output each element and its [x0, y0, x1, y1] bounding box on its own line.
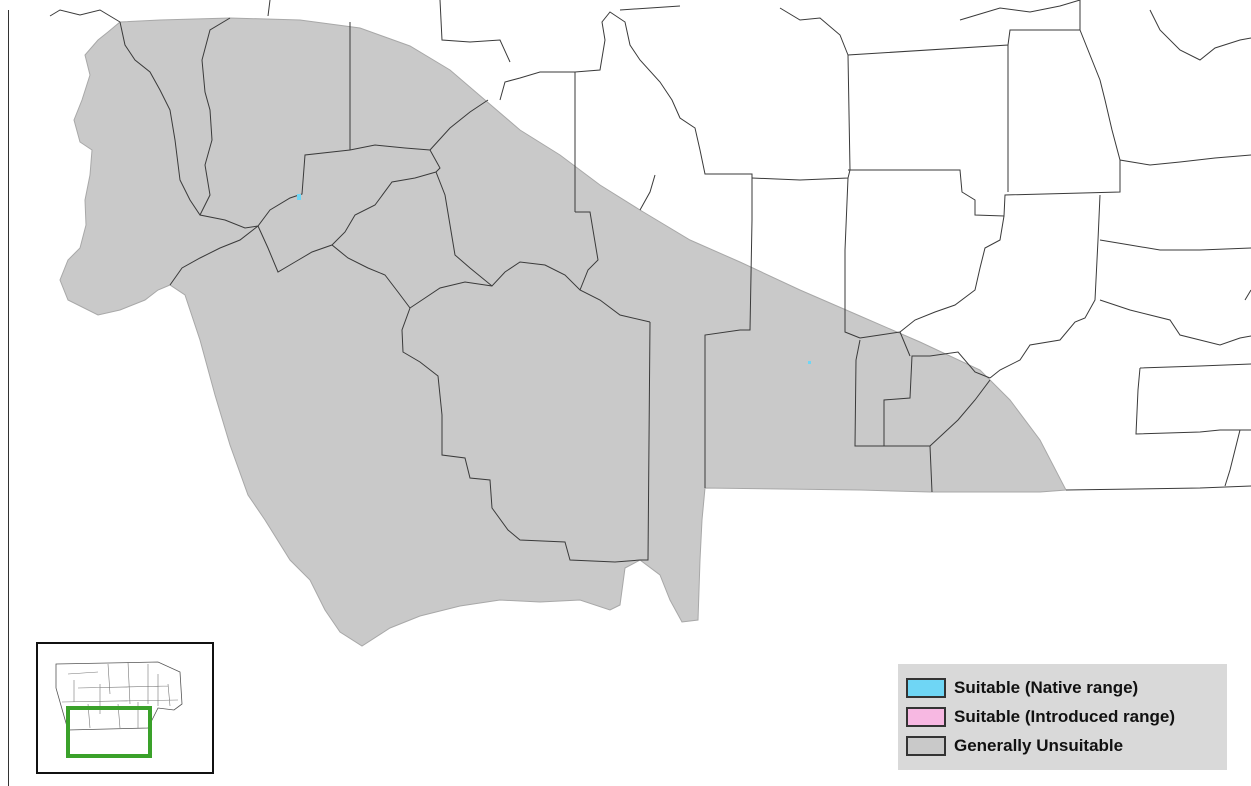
county-line — [575, 211, 599, 291]
county-line — [1149, 9, 1251, 61]
county-line — [751, 0, 1081, 181]
county-line — [640, 321, 651, 561]
county-line — [989, 194, 1101, 379]
county-line — [1065, 485, 1251, 491]
legend-swatch-introduced — [906, 707, 946, 727]
county-line — [1139, 363, 1251, 369]
county-line — [257, 225, 493, 309]
legend-label-introduced: Suitable (Introduced range) — [954, 707, 1176, 726]
county-line — [854, 339, 991, 447]
county-line — [49, 9, 121, 23]
county-line — [704, 178, 753, 488]
map-left-border — [8, 10, 9, 786]
inset-county-lines — [61, 661, 179, 729]
county-line — [779, 7, 849, 56]
county-line — [1099, 239, 1251, 251]
county-line — [1224, 429, 1241, 487]
county-line — [929, 379, 991, 447]
county-line — [639, 174, 656, 211]
native-range-point — [808, 361, 811, 364]
county-line — [429, 99, 489, 151]
county-line — [619, 5, 681, 11]
legend-swatch-native — [906, 678, 946, 698]
legend-item-unsuitable: Generally Unsuitable — [906, 734, 1123, 758]
county-line — [959, 0, 1081, 21]
native-range-point — [297, 194, 301, 200]
county-line — [267, 0, 271, 17]
county-line — [169, 225, 259, 286]
county-line — [429, 149, 441, 173]
county-line — [401, 307, 641, 563]
county-line — [199, 17, 231, 216]
inset-extent-box — [66, 706, 152, 758]
legend-item-introduced: Suitable (Introduced range) — [906, 705, 1175, 729]
county-line — [899, 215, 1005, 357]
county-line — [439, 0, 511, 63]
county-line — [1135, 367, 1251, 435]
map-legend: Suitable (Native range) Suitable (Introd… — [898, 664, 1227, 770]
county-line — [499, 71, 576, 212]
county-line — [119, 21, 431, 229]
unsuitable-range-area — [59, 17, 1067, 647]
legend-item-native: Suitable (Native range) — [906, 676, 1138, 700]
county-line — [331, 171, 651, 323]
legend-label-unsuitable: Generally Unsuitable — [954, 736, 1124, 755]
inset-map-svg — [55, 661, 183, 758]
legend-label-native: Suitable (Native range) — [954, 678, 1139, 697]
county-line — [848, 160, 1121, 217]
county-line — [844, 177, 861, 339]
county-line — [859, 331, 901, 339]
legend-swatch-unsuitable — [906, 736, 946, 756]
county-line — [574, 11, 753, 178]
county-line — [1244, 289, 1251, 301]
county-line — [1079, 29, 1251, 166]
montana-outline — [55, 661, 183, 731]
county-line — [1099, 299, 1251, 346]
inset-locator-map — [36, 642, 214, 774]
